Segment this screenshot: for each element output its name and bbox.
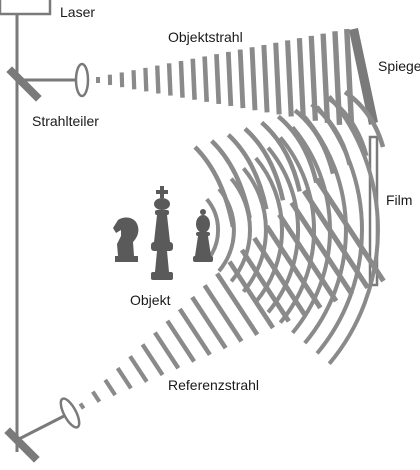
- reference-beam-wavefront: [130, 356, 147, 381]
- reference-beam-wavefront: [118, 368, 131, 388]
- object-beam-wavefront: [228, 52, 231, 106]
- chess-bishop-icon: [193, 209, 213, 262]
- chess-knight-icon: [113, 218, 138, 262]
- object-beam-wavefront: [240, 50, 243, 109]
- reference-beam-wavefront: [205, 285, 242, 341]
- object-label: Objekt: [130, 292, 171, 308]
- mirror-label: Spiegel: [378, 58, 420, 74]
- object-beam-wavefront: [288, 40, 292, 116]
- reference-beam-label: Referenzstrahl: [168, 377, 259, 393]
- beam-splitter-label: Strahlteiler: [32, 113, 99, 129]
- reference-beam-wavefront: [93, 392, 100, 402]
- object-lens-icon: [76, 64, 88, 96]
- chess-king-icon: [151, 186, 173, 280]
- scattered-wavefront: [219, 189, 234, 271]
- object-beam-wavefront: [299, 38, 303, 118]
- laser-label: Laser: [60, 4, 95, 20]
- reference-beam-wavefront: [105, 380, 115, 395]
- object-beam-wavefront: [252, 47, 255, 110]
- object-beam-label: Objektstrahl: [168, 29, 243, 45]
- object-beam-wavefront: [134, 70, 135, 89]
- object-beam-wavefront: [205, 56, 207, 101]
- laser-box-icon: [0, 0, 50, 14]
- reference-beam-line: [17, 414, 68, 440]
- reference-beam-wavefront: [155, 333, 178, 369]
- object-beam-wavefront: [216, 54, 218, 104]
- object-beam-wavefront: [193, 59, 195, 100]
- object-beam-wavefront: [145, 68, 146, 92]
- reference-lens-icon: [57, 396, 83, 430]
- reference-beam-wavefront: [142, 344, 162, 375]
- object-beam-wavefront: [264, 45, 267, 112]
- reference-beam-wavefront: [192, 297, 225, 348]
- object-beam-wavefront: [169, 63, 170, 95]
- reference-beam-wavefront: [80, 403, 83, 408]
- object-beam-wavefront: [181, 61, 183, 98]
- object-beam-wavefront: [347, 29, 352, 127]
- object-beam-wavefront: [276, 43, 279, 115]
- object-beam-wavefront: [157, 66, 158, 94]
- film-label: Film: [386, 192, 412, 208]
- beam-splitter-icon: [6, 66, 41, 101]
- object-beam-wavefront: [323, 34, 327, 123]
